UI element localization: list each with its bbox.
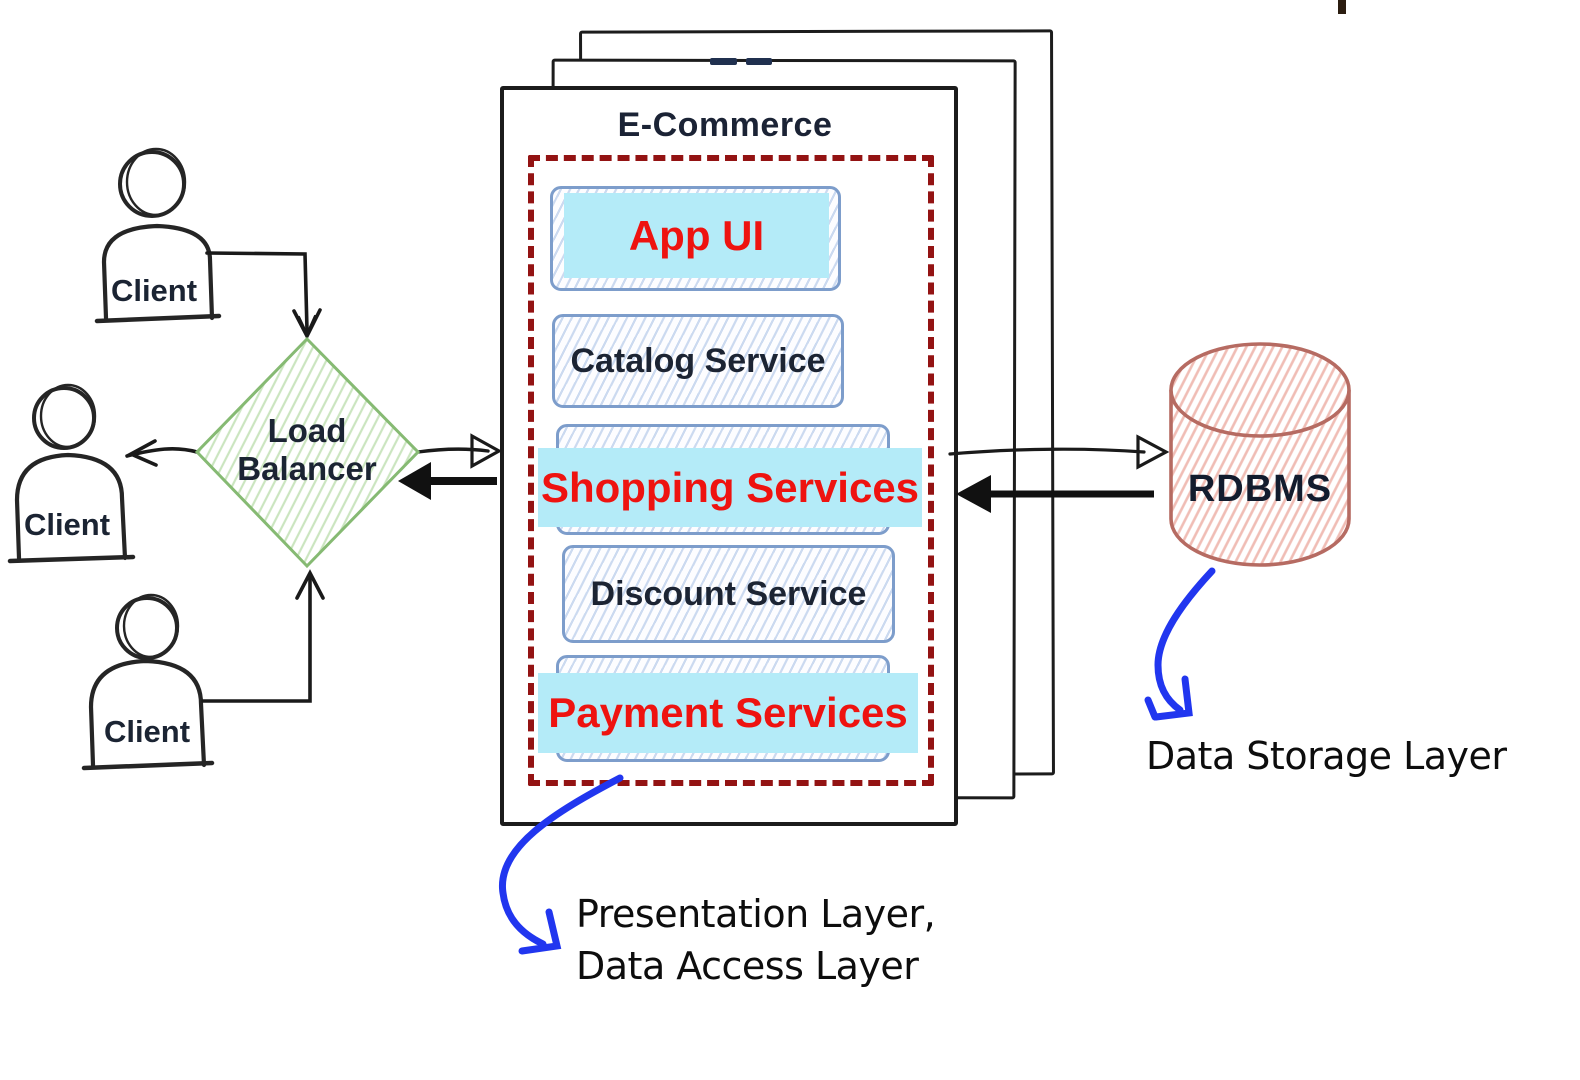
database-cylinder-icon: [1169, 342, 1351, 567]
arrow-client1-to-lb: [205, 251, 322, 340]
highlight-app-ui: App UI: [564, 193, 829, 278]
stray-mark: [1338, 0, 1346, 14]
arrow-lb-to-client2: [125, 439, 199, 467]
annotation-presentation-layer: Presentation Layer, Data Access Layer: [576, 888, 936, 992]
arrow-client3-to-lb: [201, 569, 325, 703]
client-label: Client: [23, 507, 111, 542]
service-label-catalog: Catalog Service: [570, 341, 826, 380]
service-box-discount: Discount Service: [562, 545, 895, 643]
arrow-lb-to-ecommerce: [416, 433, 503, 469]
annotation-data-storage-layer: Data Storage Layer: [1146, 734, 1507, 778]
services-dashed-boundary: [528, 155, 934, 786]
service-label-app-ui: App UI: [628, 211, 765, 259]
clipped-title-mark: [710, 58, 737, 65]
service-box-catalog: Catalog Service: [552, 314, 844, 408]
clipped-title-mark: [746, 58, 772, 65]
highlight-payment: Payment Services: [538, 673, 918, 753]
annotation-presentation-line2: Data Access Layer: [576, 944, 919, 988]
service-label-payment: Payment Services: [548, 689, 908, 736]
load-balancer-label-line2: Balancer: [237, 450, 377, 487]
database-label: RDBMS: [1187, 468, 1333, 510]
client-label: Client: [103, 714, 191, 749]
load-balancer-label-line1: Load: [267, 412, 347, 449]
annotation-presentation-line1: Presentation Layer,: [576, 892, 936, 936]
service-label-discount: Discount Service: [590, 574, 867, 613]
highlight-shopping: Shopping Services: [538, 448, 922, 527]
client-label: Client: [110, 273, 198, 308]
annotation-arrow-storage: [1144, 567, 1216, 721]
load-balancer-label: Load Balancer: [199, 412, 415, 488]
service-label-shopping: Shopping Services: [540, 463, 920, 511]
ecommerce-title: E-Commerce: [617, 106, 833, 144]
